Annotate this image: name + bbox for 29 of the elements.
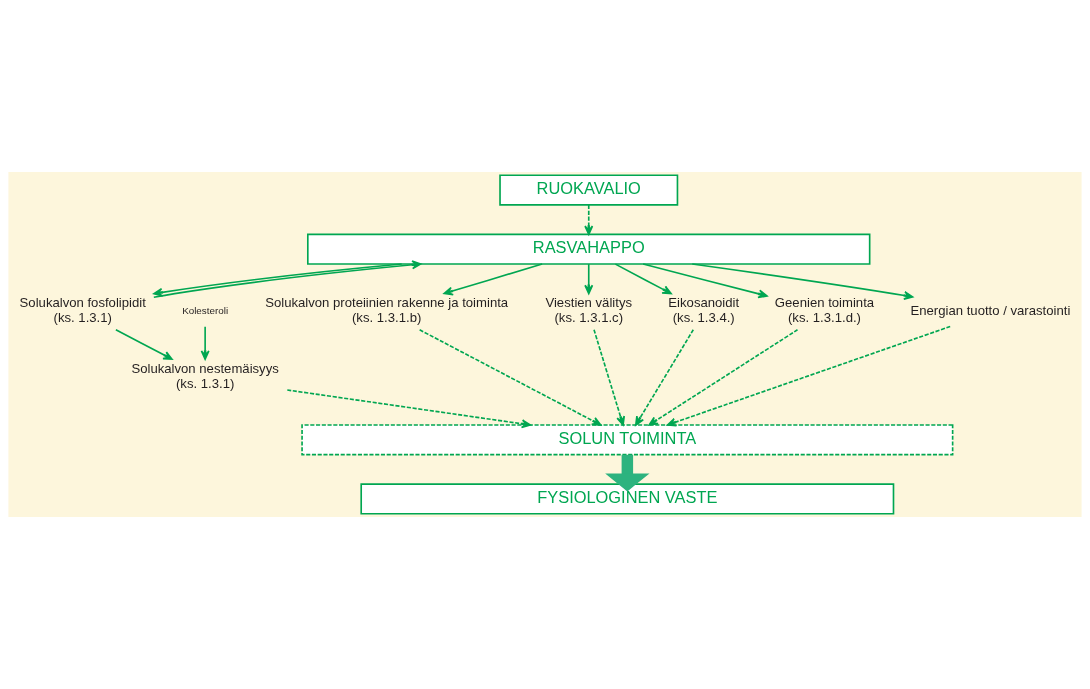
arrow	[634, 328, 695, 426]
node-text: Solukalvon proteiinien rakenne ja toiminta (ks. 1.3.1.b)	[265, 295, 509, 326]
node-text: Geenien toiminta (ks. 1.3.1.d.)	[774, 295, 875, 326]
arrow	[666, 325, 951, 427]
arrow	[418, 328, 602, 426]
arrow	[443, 263, 543, 296]
arrow	[115, 329, 173, 360]
node-box: FYSIOLOGINEN VASTE	[360, 483, 895, 515]
arrow	[593, 328, 626, 426]
node-text: Energian tuotto / varastointi	[910, 302, 1071, 318]
arrow	[691, 263, 914, 300]
node-text: Solukalvon nestemäisyys (ks. 1.3.1)	[131, 361, 279, 391]
node-text: Solukalvon fosfolipidit (ks. 1.3.1)	[19, 295, 146, 326]
node-text: Kolesteroli	[182, 305, 229, 317]
arrow	[286, 389, 532, 429]
arrow	[648, 328, 799, 426]
node-box: RASVAHAPPO	[307, 233, 871, 265]
arrow	[584, 204, 594, 236]
arrow	[642, 263, 768, 299]
node-box: RUOKAVALIO	[499, 174, 679, 206]
arrow	[153, 263, 403, 297]
node-box: SOLUN TOIMINTA	[301, 424, 954, 456]
arrow	[153, 260, 422, 299]
arrow	[584, 263, 594, 295]
node-text: Viestien välitys (ks. 1.3.1.c)	[545, 295, 633, 326]
arrow	[614, 263, 672, 295]
arrow	[605, 454, 650, 492]
arrow	[200, 325, 210, 360]
node-text: Eikosanoidit (ks. 1.3.4.)	[668, 295, 740, 326]
